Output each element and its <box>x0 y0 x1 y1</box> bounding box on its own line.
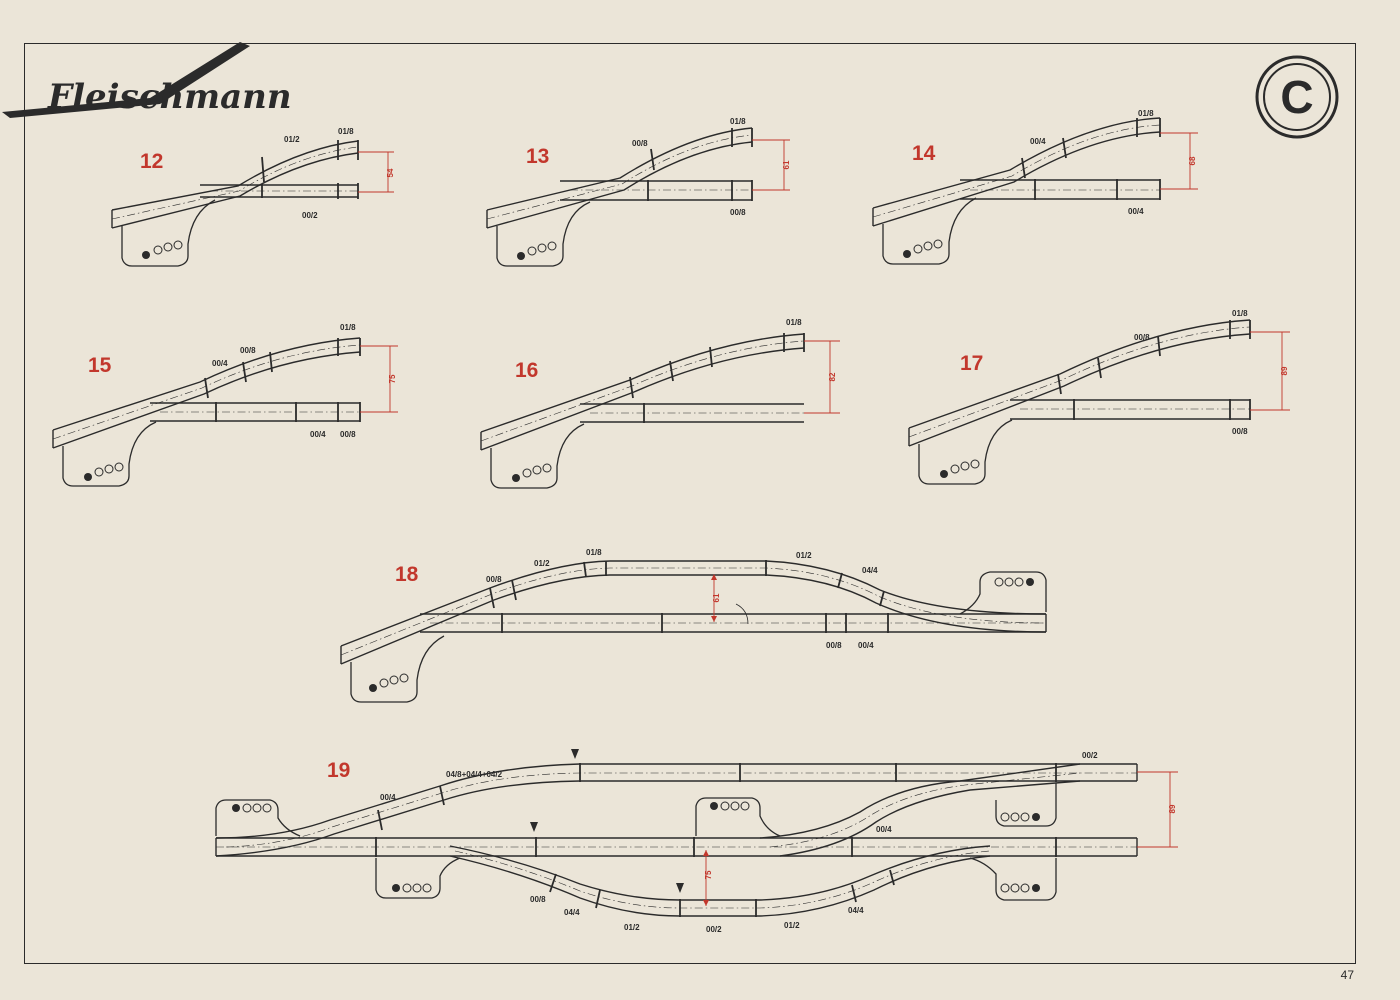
label: 00/4 <box>380 793 396 802</box>
fleischmann-logo: Fleischmann <box>2 42 292 118</box>
label: 00/2 <box>302 211 318 220</box>
label: 00/4 <box>310 430 326 439</box>
label: 00/8 <box>486 575 502 584</box>
diagram-number: 18 <box>395 563 419 586</box>
label: 01/8 <box>786 318 802 327</box>
dimension: 68 <box>1188 156 1197 165</box>
label: 01/8 <box>340 323 356 332</box>
diagram-12: 12 01/2 01/8 00/2 54 <box>111 127 395 267</box>
label: 00/8 <box>826 641 842 650</box>
logo-text: Fleischmann <box>47 77 292 117</box>
label: 01/2 <box>284 135 300 144</box>
diagram-14: 14 00/4 01/8 00/4 68 <box>872 109 1198 265</box>
dimension: 89 <box>1280 366 1289 375</box>
label: 00/8 <box>530 895 546 904</box>
label: 00/8 <box>730 208 746 217</box>
label: 01/8 <box>338 127 354 136</box>
diagram-17: 17 00/8 01/8 00/8 89 <box>908 309 1290 485</box>
label: 04/4 <box>862 566 878 575</box>
label: 04/4 <box>564 908 580 917</box>
label: 00/8 <box>340 430 356 439</box>
label: 04/8+04/4+04/2 <box>446 770 503 779</box>
dimension: 75 <box>704 870 713 879</box>
diagram-15: 15 00/4 00/8 01/8 00/4 00/8 75 <box>52 323 398 487</box>
label: 01/2 <box>784 921 800 930</box>
dimension: 75 <box>388 374 397 383</box>
label: 04/4 <box>848 906 864 915</box>
label: 01/2 <box>796 551 812 560</box>
label: 00/4 <box>858 641 874 650</box>
diagram-13: 13 00/8 01/8 00/8 61 <box>486 117 791 267</box>
diagram-number: 19 <box>327 759 350 782</box>
page-number: 47 <box>1340 968 1354 982</box>
diagram-16: 16 01/8 82 <box>480 318 840 489</box>
label: 00/4 <box>212 359 228 368</box>
label: 00/8 <box>1134 333 1150 342</box>
label: 00/8 <box>1232 427 1248 436</box>
label: 00/8 <box>632 139 648 148</box>
label: 01/8 <box>730 117 746 126</box>
dimension: 82 <box>828 372 837 381</box>
dimension: 61 <box>712 593 721 602</box>
label: 01/2 <box>624 923 640 932</box>
diagram-number: 14 <box>912 142 936 165</box>
diagram-number: 17 <box>960 352 983 375</box>
diagram-18: 18 00/8 01/2 01/8 01/2 04/4 00/8 00/4 <box>340 548 1047 703</box>
label: 00/4 <box>1128 207 1144 216</box>
label: 00/2 <box>1082 751 1098 760</box>
label: 01/8 <box>586 548 602 557</box>
page-frame <box>24 43 1356 964</box>
emblem-letter: C <box>1280 71 1313 123</box>
diagram-number: 15 <box>88 354 112 377</box>
label: 00/4 <box>876 825 892 834</box>
label: 01/8 <box>1138 109 1154 118</box>
dimension: 61 <box>782 160 791 169</box>
label: 01/8 <box>1232 309 1248 318</box>
diagram-number: 16 <box>515 359 538 382</box>
diagram-19: 19 <box>215 749 1178 934</box>
label: 01/2 <box>534 559 550 568</box>
label: 00/8 <box>240 346 256 355</box>
label: 00/4 <box>1030 137 1046 146</box>
label: 00/2 <box>706 925 722 934</box>
diagram-number: 12 <box>140 150 163 173</box>
c-track-emblem: C <box>1255 55 1339 139</box>
diagram-number: 13 <box>526 145 549 168</box>
dimension: 89 <box>1168 804 1177 813</box>
dimension: 54 <box>386 168 395 177</box>
